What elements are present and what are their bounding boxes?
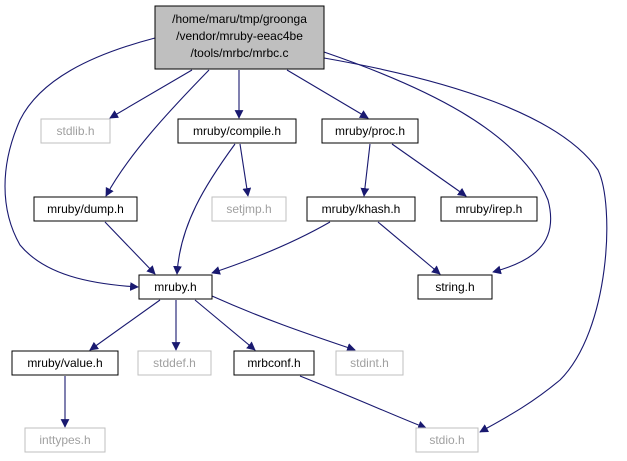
root-label-line: /home/maru/tmp/groonga bbox=[172, 12, 307, 26]
edge-proc-to-irep bbox=[391, 143, 467, 197]
edge-khash-to-mruby bbox=[211, 221, 331, 275]
node-irep[interactable]: mruby/irep.h bbox=[440, 196, 538, 222]
node-label-irep: mruby/irep.h bbox=[456, 202, 523, 216]
node-stdio: stdio.h bbox=[415, 427, 479, 453]
node-label-dump: mruby/dump.h bbox=[47, 202, 124, 216]
node-label-mrbconf: mrbconf.h bbox=[247, 356, 300, 370]
edge-root-to-stdio bbox=[323, 57, 608, 433]
node-label-setjmp: setjmp.h bbox=[226, 202, 271, 216]
edge-dump-to-mruby bbox=[104, 221, 156, 275]
node-label-inttypes: inttypes.h bbox=[39, 433, 90, 447]
edge-mruby-to-stdint bbox=[211, 295, 356, 352]
edge-mruby-to-value bbox=[89, 299, 161, 351]
edge-root-to-stdlib bbox=[109, 69, 193, 119]
edge-compile-to-mruby bbox=[173, 143, 236, 275]
node-label-mruby: mruby.h bbox=[154, 280, 196, 294]
node-string[interactable]: string.h bbox=[417, 274, 493, 300]
root-label-line: /tools/mrbc/mrbc.c bbox=[190, 46, 288, 60]
edge-root-to-string bbox=[323, 51, 552, 275]
node-dump[interactable]: mruby/dump.h bbox=[33, 196, 138, 222]
edge-root-to-proc bbox=[286, 69, 369, 119]
node-stdlib: stdlib.h bbox=[40, 118, 111, 144]
node-root-file[interactable]: /home/maru/tmp/groonga/vendor/mruby-eeac… bbox=[154, 5, 325, 70]
edge-mruby-to-mrbconf bbox=[194, 299, 256, 351]
node-proc[interactable]: mruby/proc.h bbox=[321, 118, 419, 144]
edge-root-to-dump bbox=[105, 69, 210, 197]
node-compile[interactable]: mruby/compile.h bbox=[177, 118, 297, 144]
node-label-stdint: stdint.h bbox=[350, 356, 389, 370]
node-label-string: string.h bbox=[435, 280, 474, 294]
node-label-stddef: stddef.h bbox=[153, 356, 196, 370]
node-value[interactable]: mruby/value.h bbox=[11, 350, 119, 376]
node-label-proc: mruby/proc.h bbox=[335, 124, 405, 138]
node-khash[interactable]: mruby/khash.h bbox=[306, 196, 416, 222]
node-stdint: stdint.h bbox=[335, 350, 404, 376]
edge-khash-to-string bbox=[377, 221, 441, 275]
node-inttypes: inttypes.h bbox=[24, 427, 106, 453]
node-layer: /home/maru/tmp/groonga/vendor/mruby-eeac… bbox=[11, 5, 538, 453]
edge-proc-to-khash bbox=[360, 143, 371, 197]
edge-compile-to-setjmp bbox=[239, 143, 252, 197]
node-label-khash: mruby/khash.h bbox=[322, 202, 401, 216]
node-label-stdio: stdio.h bbox=[429, 433, 464, 447]
node-mruby[interactable]: mruby.h bbox=[138, 274, 213, 300]
node-label-value: mruby/value.h bbox=[27, 356, 102, 370]
node-stddef: stddef.h bbox=[137, 350, 212, 376]
node-mrbconf[interactable]: mrbconf.h bbox=[233, 350, 315, 376]
root-label-line: /vendor/mruby-eeac4be bbox=[176, 29, 303, 43]
node-label-stdlib: stdlib.h bbox=[56, 124, 94, 138]
node-label-compile: mruby/compile.h bbox=[193, 124, 281, 138]
edge-mrbconf-to-stdio bbox=[299, 375, 427, 430]
edge-root-to-mruby bbox=[4, 37, 156, 291]
node-setjmp: setjmp.h bbox=[211, 196, 287, 222]
edge-layer bbox=[4, 37, 608, 433]
